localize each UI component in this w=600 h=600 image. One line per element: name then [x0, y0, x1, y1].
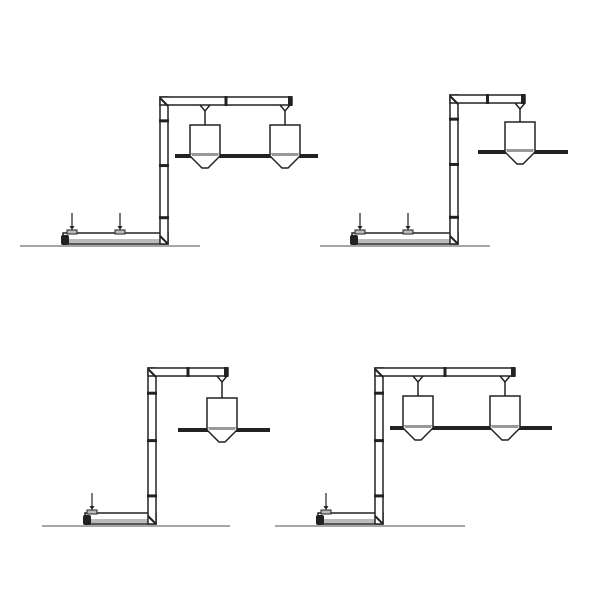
discharge-valve — [514, 102, 526, 111]
discharge-valve — [279, 104, 291, 113]
inlet-hopper — [320, 509, 332, 515]
vertical-riser — [449, 94, 459, 245]
conveyor-end-cap — [61, 235, 69, 245]
pipe-coupling — [486, 94, 489, 104]
hopper — [504, 102, 536, 165]
hopper-body — [489, 395, 521, 441]
corner-elbow — [159, 97, 169, 107]
hopper-fill-level — [506, 149, 534, 152]
pipe-coupling — [374, 494, 384, 498]
configuration-1 — [20, 96, 318, 247]
corner-elbow — [449, 235, 459, 245]
inlet — [320, 493, 332, 515]
conveyor-end — [224, 367, 228, 377]
inlet-hopper — [114, 229, 126, 235]
conveyor-end-cap — [316, 515, 324, 525]
arrow-head-icon — [405, 226, 411, 230]
pipe-coupling — [147, 391, 157, 395]
pipe-coupling — [224, 96, 228, 106]
hopper — [206, 375, 238, 443]
pipe-coupling — [449, 162, 459, 166]
discharge-valve — [499, 375, 511, 384]
hopper-body — [269, 124, 301, 169]
hopper-fill-level — [191, 153, 219, 156]
hopper-body — [504, 121, 536, 165]
corner-elbow — [147, 368, 157, 378]
arrow-head-icon — [357, 226, 363, 230]
pipe-coupling — [443, 367, 447, 377]
arrow-head-icon — [323, 506, 329, 510]
inlet-hopper — [402, 229, 414, 235]
hopper — [189, 104, 221, 169]
hopper — [269, 104, 301, 169]
pipe-coupling — [159, 216, 169, 220]
conveyor-base — [87, 519, 150, 523]
inlet — [86, 493, 98, 515]
conveyor-end — [521, 94, 525, 104]
pipe-coupling — [186, 367, 190, 377]
discharge-valve — [199, 104, 211, 113]
corner-elbow — [374, 368, 384, 378]
corner-elbow — [159, 235, 169, 245]
pipe-coupling — [147, 439, 157, 443]
corner-elbow — [449, 95, 459, 105]
hopper — [489, 375, 521, 441]
vertical-riser — [147, 367, 157, 525]
hopper-fill-level — [404, 425, 432, 428]
hopper-body — [206, 397, 238, 443]
hopper — [402, 375, 434, 441]
pipe-coupling — [449, 215, 459, 219]
conveyor-end — [288, 96, 292, 106]
conveyor-end-cap — [83, 515, 91, 525]
conveyor-base — [354, 239, 452, 243]
hopper-fill-level — [271, 153, 299, 156]
vertical-riser — [159, 96, 169, 245]
discharge-valve — [216, 375, 228, 384]
configuration-3 — [42, 367, 270, 527]
configuration-2 — [320, 94, 568, 247]
inlet-hopper — [66, 229, 78, 235]
arrow-head-icon — [117, 226, 123, 230]
pipe-coupling — [449, 117, 459, 121]
inlet — [114, 213, 126, 235]
arrow-head-icon — [69, 226, 75, 230]
conveyor-end-cap — [350, 235, 358, 245]
discharge-valve — [412, 375, 424, 384]
vertical-riser — [374, 367, 384, 525]
inlet — [402, 213, 414, 235]
pipe-coupling — [374, 391, 384, 395]
hopper-fill-level — [208, 427, 236, 430]
pipe-coupling — [159, 164, 169, 168]
conveyor-base — [65, 239, 162, 243]
conveyor-end — [511, 367, 515, 377]
corner-elbow — [374, 515, 384, 525]
inlet — [66, 213, 78, 235]
inlet-hopper — [86, 509, 98, 515]
arrow-head-icon — [89, 506, 95, 510]
hopper-body — [402, 395, 434, 441]
inlet-hopper — [354, 229, 366, 235]
pipe-coupling — [159, 119, 169, 123]
pipe-coupling — [147, 494, 157, 498]
hopper-fill-level — [491, 425, 519, 428]
conveyor-base — [320, 519, 377, 523]
pipe-coupling — [374, 439, 384, 443]
hopper-body — [189, 124, 221, 169]
inlet — [354, 213, 366, 235]
corner-elbow — [147, 515, 157, 525]
configuration-4 — [275, 367, 552, 527]
